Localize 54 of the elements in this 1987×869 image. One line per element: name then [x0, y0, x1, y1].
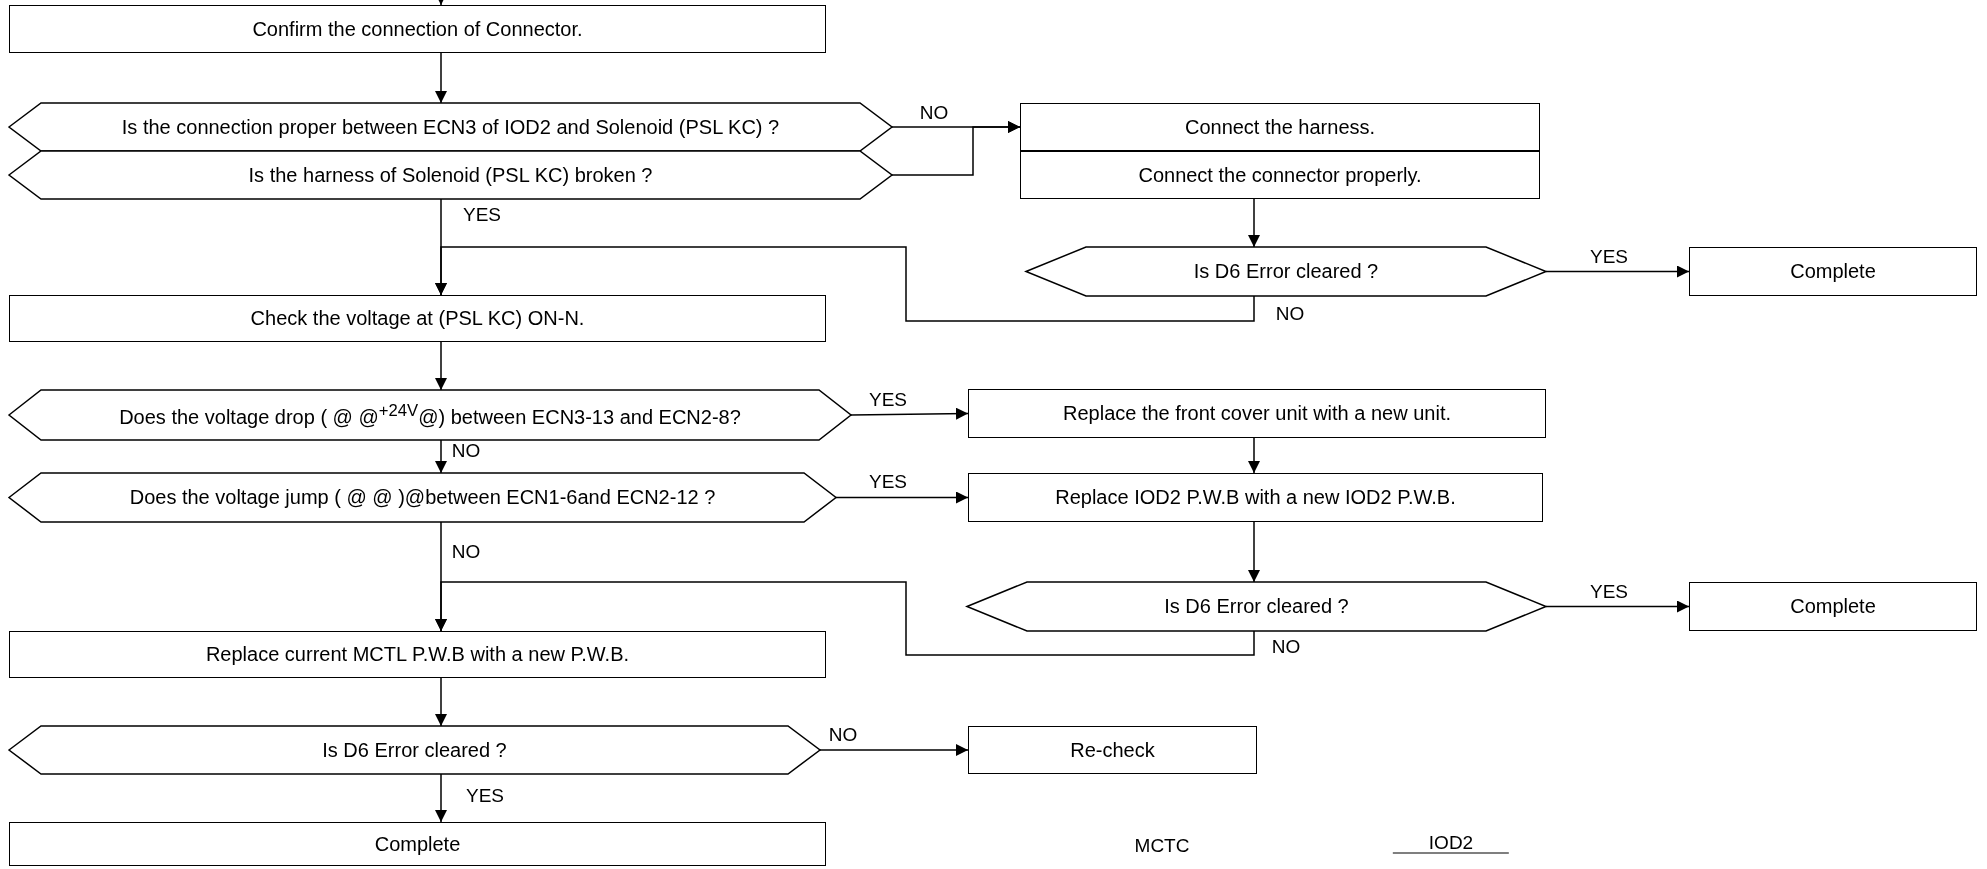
decision-hexagon — [9, 103, 892, 151]
process-box — [9, 822, 826, 866]
node-text: Connect the connector properly. — [1138, 163, 1422, 187]
node-text: Re-check — [1070, 738, 1155, 762]
arrow — [435, 773, 447, 823]
process-box — [9, 295, 826, 342]
arrow — [1248, 521, 1260, 583]
node-text: Does the voltage drop ( @ @$^{+24V}$@) between ECN3-13 and ECN2-8? — [119, 401, 741, 429]
process-box — [1020, 151, 1540, 199]
arrow — [435, 52, 447, 104]
node-text: Check the voltage at (PSL KC) ON-N. — [250, 307, 585, 330]
node-text: Replace current MCTL P.W.B with a new P.W.B. — [205, 643, 630, 666]
node-text: Replace IOD2 P.W.B with a new IOD2 P.W.B. — [1055, 486, 1456, 509]
process-box — [1689, 582, 1977, 631]
decision-hexagon — [9, 151, 892, 199]
node-text: Does the voltage jump ( @ @ )@between ECN1-6and ECN2-12 ? — [129, 486, 716, 509]
node-text: Is the connection proper between ECN3 of IOD2 and Solenoid (PSL KC) ? — [121, 115, 780, 139]
process-box — [9, 5, 826, 53]
decision-hexagon — [9, 473, 836, 522]
decision-hexagon — [9, 726, 820, 774]
node-text: Is the harness of Solenoid (PSL KC) broken ? — [248, 163, 653, 187]
arrow — [835, 491, 969, 504]
arrow — [850, 407, 969, 420]
decision-hexagon — [9, 390, 851, 440]
arrow — [1545, 265, 1690, 278]
node-text: Is D6 Error cleared ? — [1164, 595, 1349, 618]
node-text: Confirm the connection of Connector. — [252, 17, 583, 41]
arrow — [435, 521, 447, 632]
node-text: Is D6 Error cleared ? — [1193, 260, 1379, 283]
node-text: Complete — [374, 832, 461, 856]
process-box — [1689, 247, 1977, 296]
text-label: IOD2 — [1392, 832, 1510, 854]
node-text: Replace the front cover unit with a new unit. — [1063, 402, 1451, 425]
node-text: Connect the harness. — [1184, 115, 1376, 139]
decision-hexagon — [1026, 247, 1546, 296]
arrow — [1248, 437, 1260, 474]
process-box — [968, 389, 1546, 438]
arrow — [1545, 600, 1690, 613]
arrow — [435, 246, 1255, 322]
process-box — [968, 726, 1257, 774]
text-label: MCTC — [1134, 835, 1190, 857]
node-text: Complete — [1790, 595, 1876, 618]
process-box — [1020, 103, 1540, 151]
arrow — [435, 439, 447, 474]
node-text: Complete — [1790, 260, 1876, 283]
arrow — [435, 677, 447, 727]
arrow — [435, 341, 447, 391]
arrow — [819, 744, 969, 756]
process-box — [968, 473, 1543, 522]
process-box — [9, 631, 826, 678]
arrow — [1248, 198, 1260, 248]
decision-hexagon — [967, 582, 1546, 631]
arrow — [891, 121, 1021, 176]
node-text: Is D6 Error cleared ? — [322, 738, 507, 762]
